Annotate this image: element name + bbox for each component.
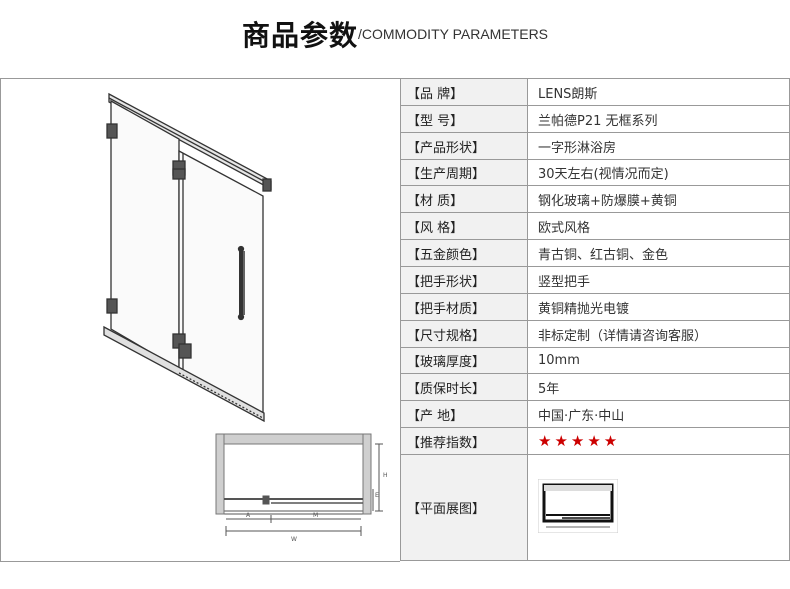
floorplan-row: 【平面展图】 bbox=[400, 454, 790, 561]
param-row: 【尺寸规格】非标定制（详情请咨询客服） bbox=[400, 320, 790, 348]
param-value: 竖型把手 bbox=[527, 266, 790, 294]
page-title: 商品参数/COMMODITY PARAMETERS bbox=[0, 14, 790, 54]
param-value: 钢化玻璃+防爆膜+黄铜 bbox=[527, 185, 790, 213]
param-key: 【材 质】 bbox=[400, 185, 528, 213]
param-row: 【质保时长】5年 bbox=[400, 373, 790, 401]
dim-label-e: E bbox=[375, 492, 379, 499]
dim-label-h: H bbox=[383, 472, 388, 479]
param-row: 【风 格】欧式风格 bbox=[400, 212, 790, 240]
title-chinese: 商品参数 bbox=[241, 19, 358, 52]
floorplan-thumbnail bbox=[537, 478, 619, 533]
param-row: 【产 地】中国·广东·中山 bbox=[400, 400, 790, 428]
param-value: 青古铜、红古铜、金色 bbox=[527, 239, 790, 267]
dim-label-a: A bbox=[246, 512, 251, 519]
param-row: 【玻璃厚度】10mm bbox=[400, 347, 790, 374]
floorplan-thumbnail-cell bbox=[527, 454, 790, 561]
title-english: /COMMODITY PARAMETERS bbox=[357, 26, 549, 42]
param-key: 【产品形状】 bbox=[400, 132, 528, 160]
param-value: 中国·广东·中山 bbox=[527, 400, 790, 428]
shower-plan-drawing bbox=[215, 433, 383, 536]
shower-drawings: A M W H E bbox=[103, 92, 388, 543]
param-row: 【型 号】兰帕德P21 无框系列 bbox=[400, 105, 790, 133]
parameters-table: 【品 牌】LENS朗斯【型 号】兰帕德P21 无框系列【产品形状】一字形淋浴房【… bbox=[400, 78, 790, 561]
param-value: 5年 bbox=[527, 373, 790, 401]
param-row: 【五金颜色】青古铜、红古铜、金色 bbox=[400, 239, 790, 267]
param-key: 【生产周期】 bbox=[400, 159, 528, 186]
param-key: 【尺寸规格】 bbox=[400, 320, 528, 348]
param-value: 10mm bbox=[527, 347, 790, 374]
param-key: 【玻璃厚度】 bbox=[400, 347, 528, 374]
floorplan-key: 【平面展图】 bbox=[400, 454, 528, 561]
param-value: 兰帕德P21 无框系列 bbox=[527, 105, 790, 133]
param-key: 【把手材质】 bbox=[400, 293, 528, 321]
param-value: 欧式风格 bbox=[527, 212, 790, 240]
param-key: 【把手形状】 bbox=[400, 266, 528, 294]
param-row: 【材 质】钢化玻璃+防爆膜+黄铜 bbox=[400, 185, 790, 213]
param-key: 【产 地】 bbox=[400, 400, 528, 428]
param-key: 【风 格】 bbox=[400, 212, 528, 240]
param-row: 【生产周期】30天左右(视情况而定) bbox=[400, 159, 790, 186]
param-value: 一字形淋浴房 bbox=[527, 132, 790, 160]
star-icons: ★★★★★ bbox=[538, 432, 621, 450]
shower-3d-illustration bbox=[103, 92, 272, 423]
param-key: 【五金颜色】 bbox=[400, 239, 528, 267]
param-value: 30天左右(视情况而定) bbox=[527, 159, 790, 186]
param-key: 【品 牌】 bbox=[400, 78, 528, 106]
plan-dimension-labels: A M W H E bbox=[246, 472, 388, 543]
dim-label-m: M bbox=[313, 512, 318, 519]
product-illustration-panel: A M W H E bbox=[0, 78, 400, 562]
param-row: 【产品形状】一字形淋浴房 bbox=[400, 132, 790, 160]
param-value: LENS朗斯 bbox=[527, 78, 790, 106]
param-value: 非标定制（详情请咨询客服） bbox=[527, 320, 790, 348]
dim-label-w: W bbox=[291, 536, 297, 543]
param-row: 【把手材质】黄铜精抛光电镀 bbox=[400, 293, 790, 321]
rating-row: 【推荐指数】 ★★★★★ bbox=[400, 427, 790, 455]
rating-key: 【推荐指数】 bbox=[400, 427, 528, 455]
param-row: 【把手形状】竖型把手 bbox=[400, 266, 790, 294]
param-key: 【质保时长】 bbox=[400, 373, 528, 401]
param-key: 【型 号】 bbox=[400, 105, 528, 133]
param-row: 【品 牌】LENS朗斯 bbox=[400, 78, 790, 106]
param-value: 黄铜精抛光电镀 bbox=[527, 293, 790, 321]
rating-stars: ★★★★★ bbox=[527, 427, 790, 455]
